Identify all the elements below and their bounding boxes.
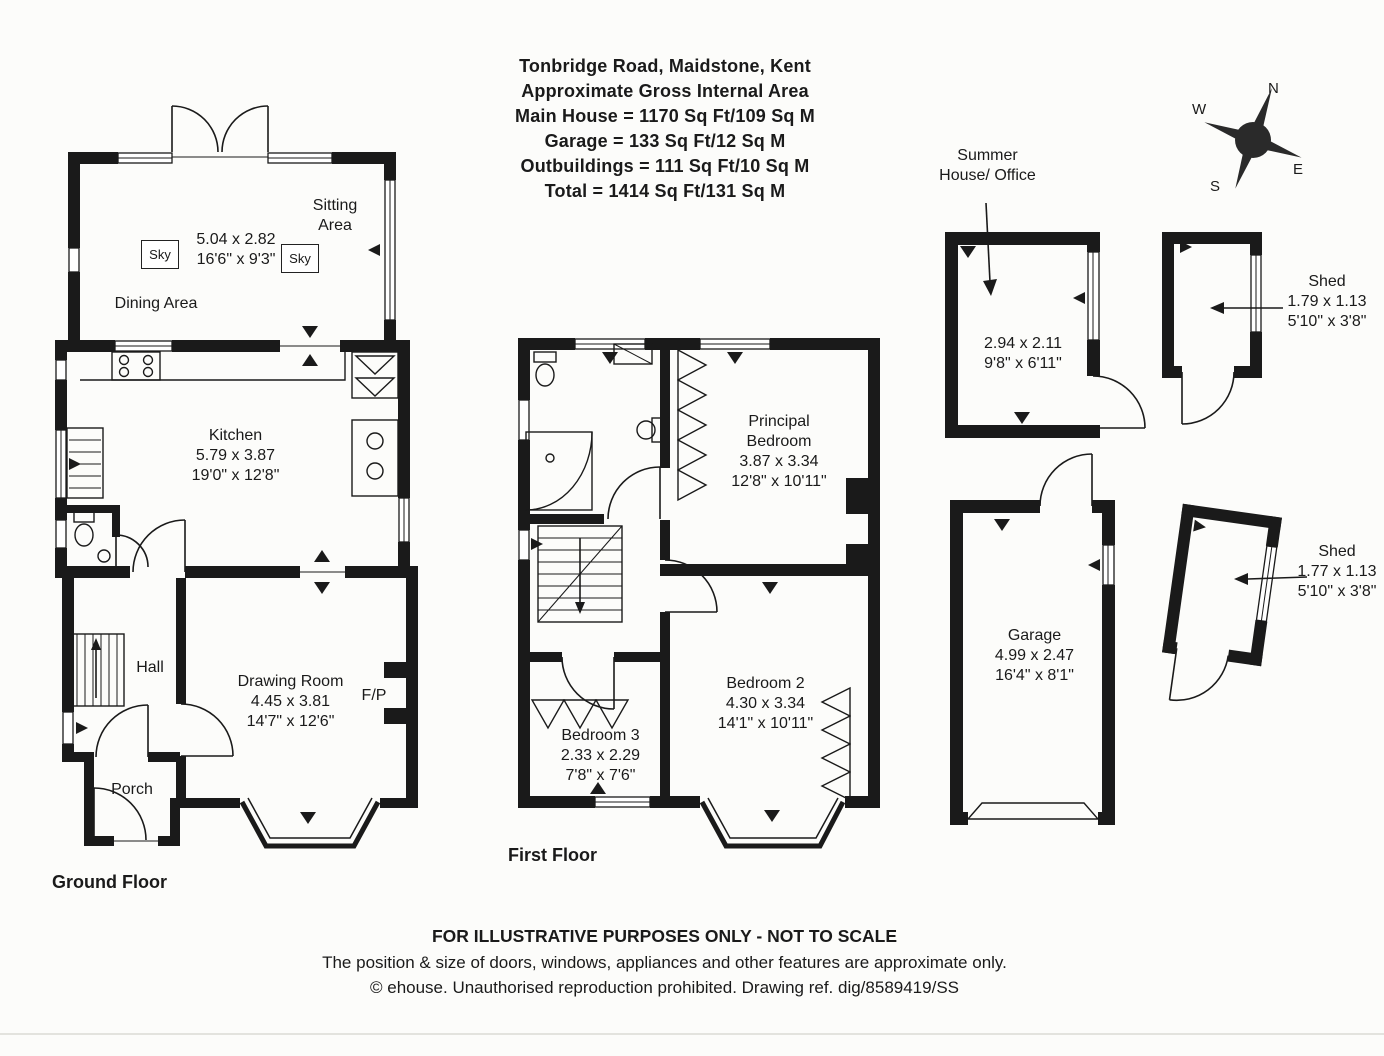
shed1-label: Shed 1.79 x 1.13 5'10" x 3'8" xyxy=(1287,273,1367,330)
bedroom3-label: Bedroom 3 2.33 x 2.29 7'8" x 7'6" xyxy=(560,727,641,784)
disclaimer-line2: The position & size of doors, windows, a… xyxy=(322,953,1007,972)
front-door xyxy=(95,704,149,758)
french-door-right xyxy=(221,105,269,153)
shed1-pointer-arrow xyxy=(1210,302,1283,314)
first-floor-plan xyxy=(518,338,880,849)
garage-walls xyxy=(950,500,1115,825)
first-floor-title: First Floor xyxy=(508,845,597,865)
garage-door xyxy=(966,802,1100,820)
shower-icon xyxy=(525,431,593,511)
oven-unit-icon xyxy=(351,419,399,497)
garage-plan xyxy=(950,453,1115,825)
bedroom2-door xyxy=(664,559,718,613)
principal-bedroom-label: Principal Bedroom 3.87 x 3.34 12'8" x 10… xyxy=(731,413,827,490)
ground-floor-doors xyxy=(93,105,269,841)
shed2-door xyxy=(1169,655,1230,702)
shed1-plan xyxy=(1162,232,1283,425)
fridge-unit-icon xyxy=(351,351,399,399)
summer-house-plan xyxy=(945,202,1146,438)
stove-icon xyxy=(111,351,161,381)
shed2-plan xyxy=(1162,503,1282,702)
ground-floor-windows xyxy=(55,152,410,842)
address-line: Tonbridge Road, Maidstone, Kent xyxy=(519,56,811,76)
main-house-area: Main House = 1170 Sq Ft/109 Sq M xyxy=(515,106,815,126)
first-floor-bay-window xyxy=(699,797,846,849)
skylight-2: Sky xyxy=(281,244,319,273)
compass-label-e: E xyxy=(1293,161,1304,178)
chimney-breast xyxy=(846,544,868,574)
outbuildings-area: Outbuildings = 111 Sq Ft/10 Sq M xyxy=(520,156,810,176)
shed1-door xyxy=(1181,371,1235,425)
ground-floor-walls xyxy=(55,152,418,846)
garage-side-door xyxy=(1039,453,1093,507)
wardrobe-bedroom2 xyxy=(820,686,851,802)
garage-area: Garage = 133 Sq Ft/12 Sq M xyxy=(544,131,786,151)
compass-label-n: N xyxy=(1268,80,1279,97)
drawing-room-label: Drawing Room 4.45 x 3.81 14'7" x 12'6" xyxy=(237,673,344,730)
summer-house-dims: 2.94 x 2.11 9'8" x 6'11" xyxy=(984,335,1062,372)
scan-artifact-line xyxy=(0,1033,1384,1035)
fireplace-recess xyxy=(384,662,406,724)
french-door-left xyxy=(171,105,219,153)
compass-rose xyxy=(1204,88,1302,189)
compass-label-s: S xyxy=(1210,178,1221,195)
ground-floor-bay-window xyxy=(239,797,381,849)
drawing-room-door xyxy=(180,703,234,757)
ground-floor-stairs xyxy=(67,633,125,707)
header-title-block: Tonbridge Road, Maidstone, Kent Approxim… xyxy=(400,54,930,204)
copyright-line: © ehouse. Unauthorised reproduction proh… xyxy=(369,978,959,997)
basin-icon xyxy=(636,417,669,443)
subtitle-line: Approximate Gross Internal Area xyxy=(521,81,809,101)
bedroom2-label: Bedroom 2 4.30 x 3.34 14'1" x 10'11" xyxy=(717,675,814,732)
footer-disclaimer: FOR ILLUSTRATIVE PURPOSES ONLY - NOT TO … xyxy=(177,926,1152,998)
garage-label: Garage 4.99 x 2.47 16'4" x 8'1" xyxy=(994,627,1075,684)
dining-sitting-dims: 5.04 x 2.82 16'6" x 9'3" xyxy=(196,231,276,268)
fireplace-label: F/P xyxy=(361,687,387,704)
ground-floor-title: Ground Floor xyxy=(52,872,167,892)
disclaimer-line1: FOR ILLUSTRATIVE PURPOSES ONLY - NOT TO … xyxy=(431,926,898,946)
first-floor-walls xyxy=(518,338,880,808)
compass-hub xyxy=(1235,122,1271,158)
kitchen-door xyxy=(132,519,186,573)
porch-door xyxy=(93,787,147,841)
porch-label: Porch xyxy=(111,781,153,798)
chimney-breast xyxy=(846,478,868,514)
shed2-walls xyxy=(1162,503,1282,667)
compass-label-w: W xyxy=(1192,101,1207,118)
bedroom3-door xyxy=(561,656,615,710)
bathroom-door xyxy=(607,466,661,520)
summer-house-pointer-arrow xyxy=(983,202,997,296)
toilet-icon-first-floor xyxy=(533,351,557,387)
first-floor-windows xyxy=(518,338,771,808)
skylight-1: Sky xyxy=(141,240,179,269)
dining-area-label: Dining Area xyxy=(114,295,198,312)
wardrobe-bedroom3 xyxy=(530,699,630,730)
first-floor-stairs xyxy=(537,525,623,623)
kitchen-label: Kitchen 5.79 x 3.87 19'0" x 12'8" xyxy=(191,427,280,484)
shed1-walls xyxy=(1162,232,1262,378)
wc-door xyxy=(115,534,149,568)
first-floor-opening-markers xyxy=(531,352,780,822)
ground-floor-opening-markers xyxy=(69,244,380,824)
sitting-area-label: Sitting Area xyxy=(312,197,358,234)
summer-house-door xyxy=(1092,375,1146,429)
summer-house-walls xyxy=(945,232,1100,438)
first-floor-doors xyxy=(561,466,718,710)
ground-floor-plan xyxy=(55,105,418,849)
hall-label: Hall xyxy=(136,659,164,676)
shed2-label: Shed 1.77 x 1.13 5'10" x 3'8" xyxy=(1297,543,1377,600)
summer-house-label: Summer House/ Office xyxy=(939,147,1036,184)
total-area: Total = 1414 Sq Ft/131 Sq M xyxy=(544,181,786,201)
wardrobe-principal xyxy=(677,348,708,502)
shed2-pointer-arrow xyxy=(1234,573,1308,585)
kitchen-counter xyxy=(80,352,346,381)
toilet-icon xyxy=(73,511,111,563)
